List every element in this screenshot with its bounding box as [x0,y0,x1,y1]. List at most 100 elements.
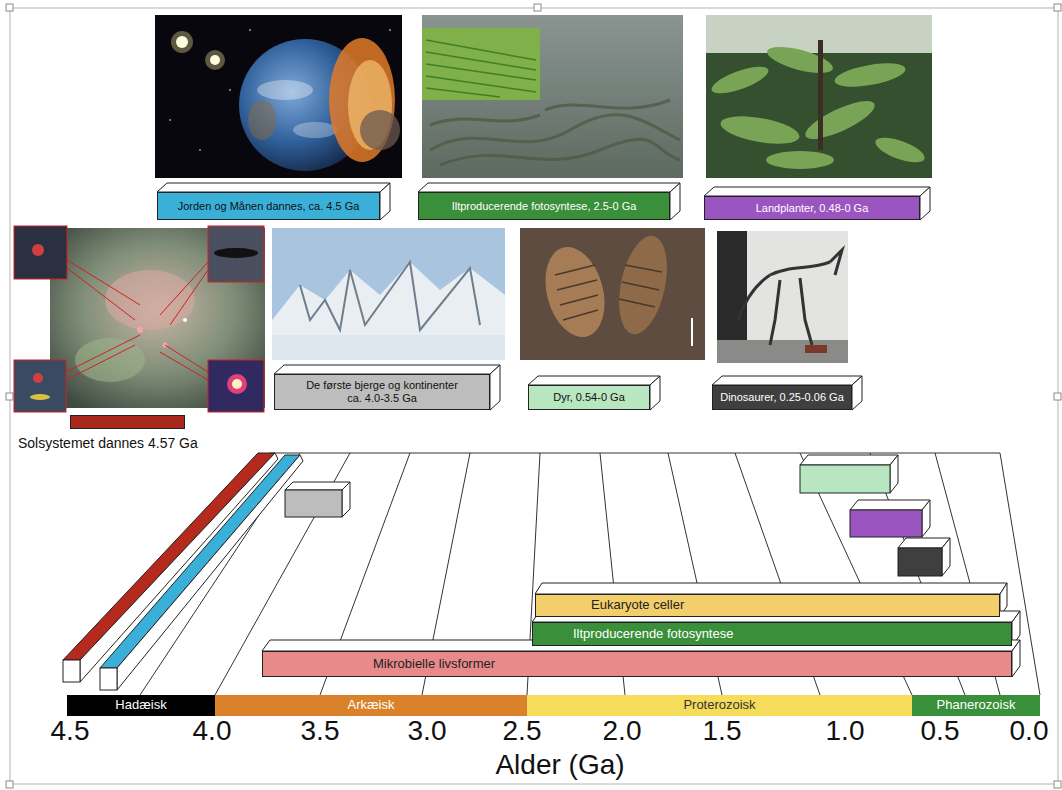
axis-tick-label: 0.5 [921,716,960,747]
pointer-line [67,268,135,320]
protostar [232,379,242,389]
handle [1054,781,1061,788]
swirl [545,100,670,110]
clouds [272,335,505,360]
photo-microbial-mat [422,15,683,178]
leg [770,280,780,345]
pointer-line [170,270,208,325]
bar-label: Iltproducerende fotosyntese [573,627,733,642]
protoplanetary-disk [33,373,43,383]
block-top [800,455,898,465]
box-extrusion [528,376,660,410]
protoplanetary-disk [30,394,50,400]
fern [765,42,836,79]
land-plants-block [850,510,922,537]
box-extrusion [418,183,680,220]
photo-ground [717,231,848,363]
handle [6,781,13,788]
plinth [805,345,827,353]
box-top-face [157,183,390,192]
snowy-mountains [272,262,505,345]
inset-photo [14,226,67,279]
box-extrusion [157,183,390,220]
box-extrusion [535,583,1007,617]
axis-tick-label: 3.5 [301,716,340,747]
segment [563,310,598,320]
mat-swirls [430,100,680,165]
block-side [342,482,350,517]
mountains-block [285,490,342,517]
axis-tick-label: 1.0 [826,716,865,747]
box-extrusion [712,376,862,410]
box-side-face [650,376,660,410]
segment [560,295,598,305]
floor [717,340,848,363]
bar-side [80,453,278,682]
segment [625,265,662,272]
caption-box: Landplanter, 0.48-0 Ga [704,196,920,220]
axis-tick-label: 1.5 [703,716,742,747]
trilobite [611,232,675,339]
cloud [293,122,337,138]
skull [830,250,842,275]
eon-band: Hadæisk [67,695,215,716]
box-top-face [712,376,862,385]
photo-earth-moon [155,15,402,178]
page-frame [10,8,1058,784]
fern [719,111,802,149]
box-extrusion [704,187,930,220]
dinosaurs-block [898,548,942,576]
block-side [922,500,930,537]
caption-text: Solsystemet dannes 4.57 Ga [18,435,198,451]
leg [800,278,812,345]
axis-tick-label: 0.0 [1010,716,1049,747]
protoplanetary-disk [214,248,258,258]
eon-band: Arkæisk [215,695,527,716]
star [137,327,143,333]
box-top-face [704,187,930,196]
star [199,149,201,151]
axis-tick-label: 2.5 [503,716,542,747]
filament [426,40,536,60]
axis-tick-label: 4.0 [193,716,232,747]
solar-system-bar [63,453,275,660]
swirl [440,139,680,165]
pointer-line [160,262,208,315]
filament [426,52,536,70]
trilobite-segments [555,265,662,320]
spine [770,262,830,275]
photo-ground [155,15,402,178]
pointer-line [160,352,208,380]
bar-label: Eukaryote celler [591,598,684,613]
handle [534,4,541,11]
caption-box: De første bjerge og kontinenter ca. 4.0-… [274,374,490,410]
box-side-face [490,365,500,410]
photo-ground [422,15,683,178]
box-side-face [852,376,862,410]
filament [426,64,536,80]
eon-label: Proterozoisk [683,698,755,713]
inset-photo [208,360,264,412]
pointer-line [66,345,135,380]
bar-end [100,668,117,690]
fern [801,94,879,146]
event-bar: Mikrobielle livsformer [262,651,1012,677]
selection-handles [6,4,1061,788]
star [249,29,251,31]
fern [766,151,834,169]
sun [176,36,188,48]
handle [6,393,13,400]
box-top-face [535,583,1007,594]
sun-glow [171,31,193,53]
event-bar: Iltproducerende fotosyntese [532,622,1012,646]
inset-photo [14,360,66,412]
block-top [850,500,930,510]
eon-band: Phanerozoisk [912,695,1040,716]
photo-trilobite [520,228,705,360]
box-side-face [1012,640,1020,677]
skeleton [738,250,842,345]
fern [872,133,927,168]
fern [709,61,772,98]
